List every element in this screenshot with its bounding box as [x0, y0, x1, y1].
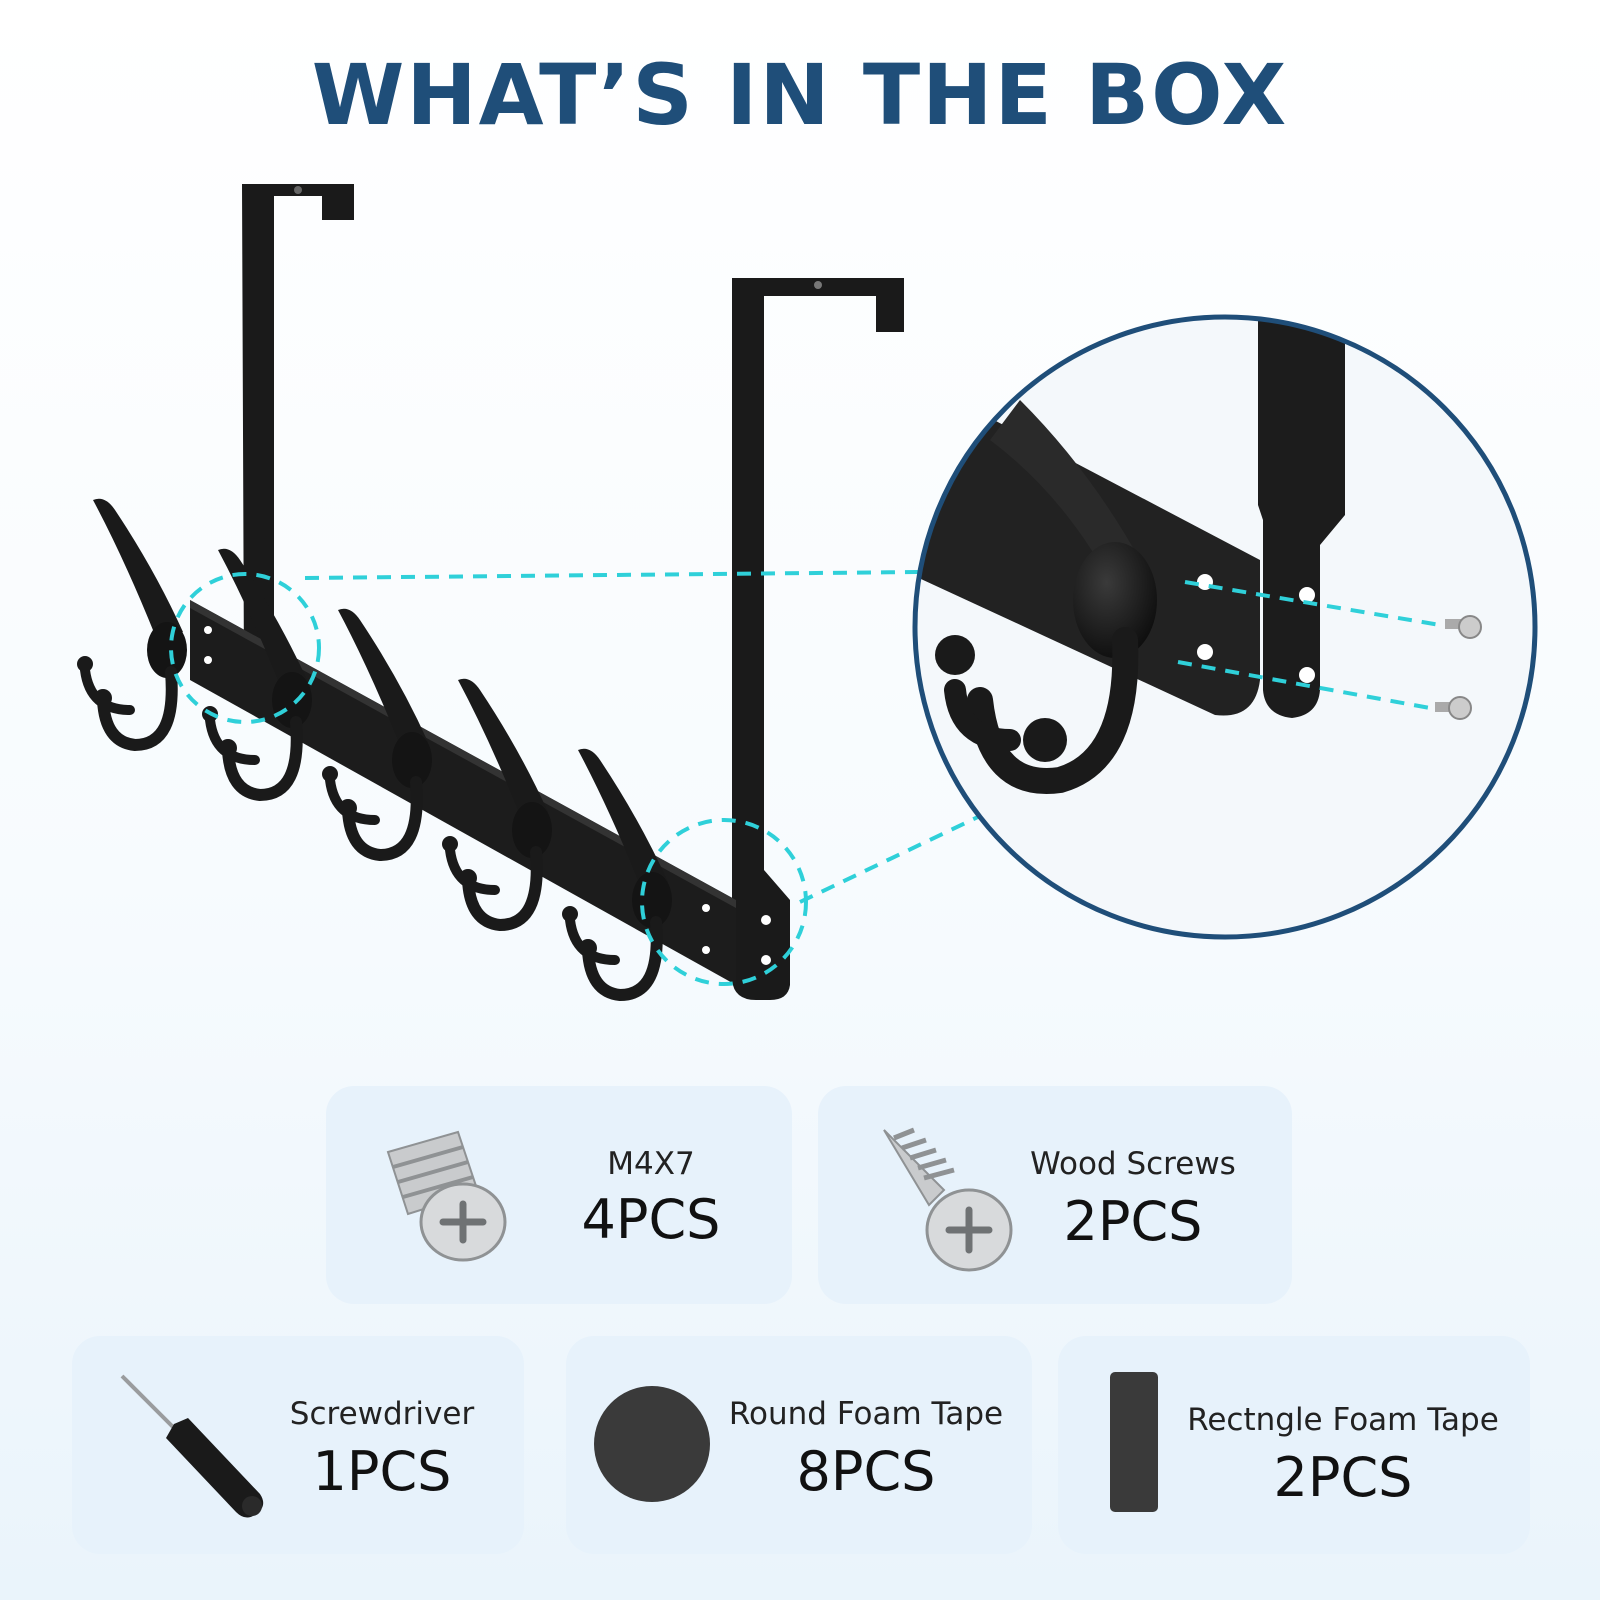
item-name: Round Foam Tape: [728, 1396, 1004, 1432]
zoom-screw-bottom: [1435, 696, 1472, 720]
item-quantity: 2PCS: [1063, 1190, 1203, 1253]
hook-rack-illustration: [77, 184, 1538, 1002]
item-quantity: 4PCS: [581, 1188, 721, 1251]
door-bracket-left: [242, 184, 354, 680]
item-name: Rectngle Foam Tape: [1187, 1402, 1499, 1438]
item-card-rectangle-foam-tape: Rectngle Foam Tape 2PCS: [1058, 1336, 1530, 1554]
item-quantity: 1PCS: [312, 1440, 452, 1503]
item-quantity: 2PCS: [1273, 1446, 1413, 1509]
screwdriver-icon: [120, 1374, 264, 1518]
zoom-screw-top: [1445, 615, 1482, 639]
item-name: Screwdriver: [289, 1396, 475, 1432]
wood-screw-icon: [883, 1127, 1013, 1272]
item-card-m4x7: M4X7 4PCS: [326, 1086, 792, 1304]
rectangle-foam-tape-icon: [1110, 1372, 1158, 1512]
coat-hook: [442, 678, 552, 932]
page-title: WHAT’S IN THE BOX: [311, 46, 1289, 144]
item-card-screwdriver: Screwdriver 1PCS: [72, 1336, 524, 1554]
item-name: Wood Screws: [1030, 1146, 1236, 1182]
coat-hook: [77, 498, 187, 752]
zoom-detail: [912, 314, 1538, 940]
machine-screw-icon: [386, 1130, 507, 1262]
item-quantity: 8PCS: [796, 1440, 936, 1503]
item-card-wood-screws: Wood Screws 2PCS: [818, 1086, 1292, 1304]
door-bracket-right: [732, 278, 904, 1000]
zoom-indicators: [169, 570, 981, 986]
item-name: M4X7: [607, 1146, 695, 1182]
round-foam-tape-icon: [594, 1386, 710, 1502]
coat-hook: [202, 548, 312, 802]
coat-hook: [322, 608, 432, 862]
hook-set: [77, 498, 672, 1002]
item-card-round-foam-tape: Round Foam Tape 8PCS: [566, 1336, 1032, 1554]
